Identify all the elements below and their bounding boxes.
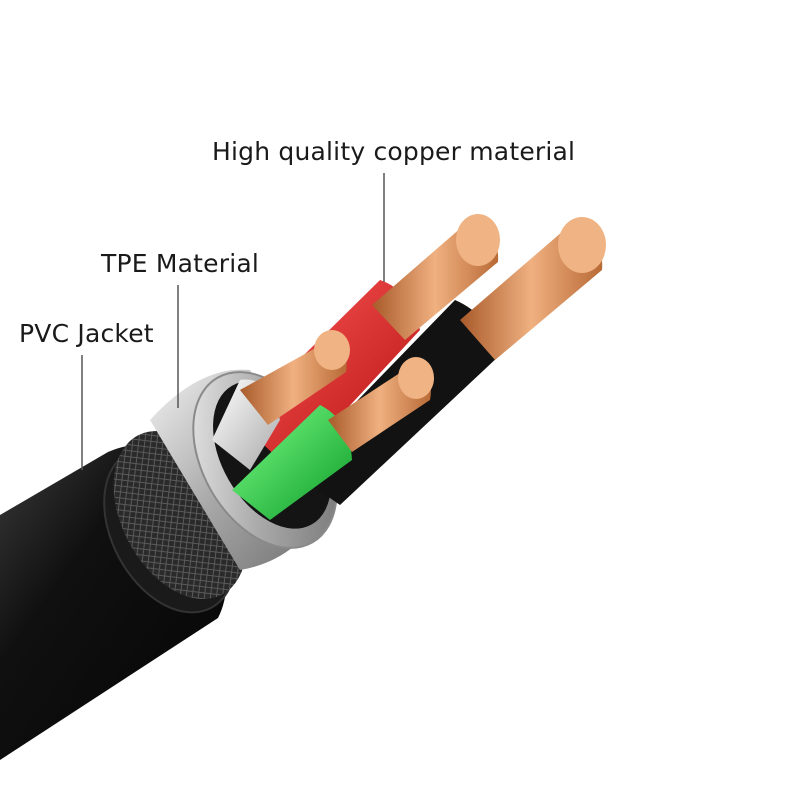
green-copper-tip: [398, 357, 434, 399]
tpe-material-label: TPE Material: [101, 249, 260, 278]
green-conductor-insulation: [232, 405, 352, 520]
copper-material-label: High quality copper material: [212, 137, 576, 166]
black-copper-tip: [558, 217, 606, 273]
pvc-jacket-label: PVC Jacket: [19, 319, 154, 348]
red-copper-tip: [456, 214, 500, 266]
white-copper-tip: [314, 330, 350, 370]
